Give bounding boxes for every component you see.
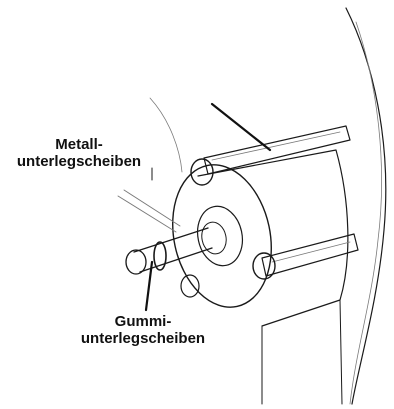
metal-washers-label: Metall- unterlegscheiben	[4, 136, 154, 170]
left-rod-b	[124, 190, 180, 226]
axle-end	[126, 250, 146, 274]
metal-washers-label-line1: Metall-	[4, 136, 154, 153]
background-arc	[150, 98, 182, 172]
rubber-washers-label-line2: unterlegscheiben	[68, 330, 218, 347]
metal-washers-label-line2: unterlegscheiben	[4, 153, 154, 170]
lower-rod	[262, 234, 358, 276]
top-bolt	[191, 159, 213, 185]
left-rod-a	[118, 196, 176, 232]
hub-outer	[192, 202, 248, 270]
rubber-washers-label-line1: Gummi-	[68, 313, 218, 330]
rubber-washers-label: Gummi- unterlegscheiben	[68, 313, 218, 347]
drum-right-edge	[340, 300, 342, 404]
drum-body	[198, 150, 348, 326]
upper-rod-line	[212, 132, 340, 160]
bottom-bolt	[181, 275, 199, 297]
panel-edge-inner	[350, 22, 382, 404]
panel-edge-outer	[346, 8, 386, 404]
metal-washer-leader	[212, 104, 270, 150]
end-plate	[160, 156, 284, 317]
